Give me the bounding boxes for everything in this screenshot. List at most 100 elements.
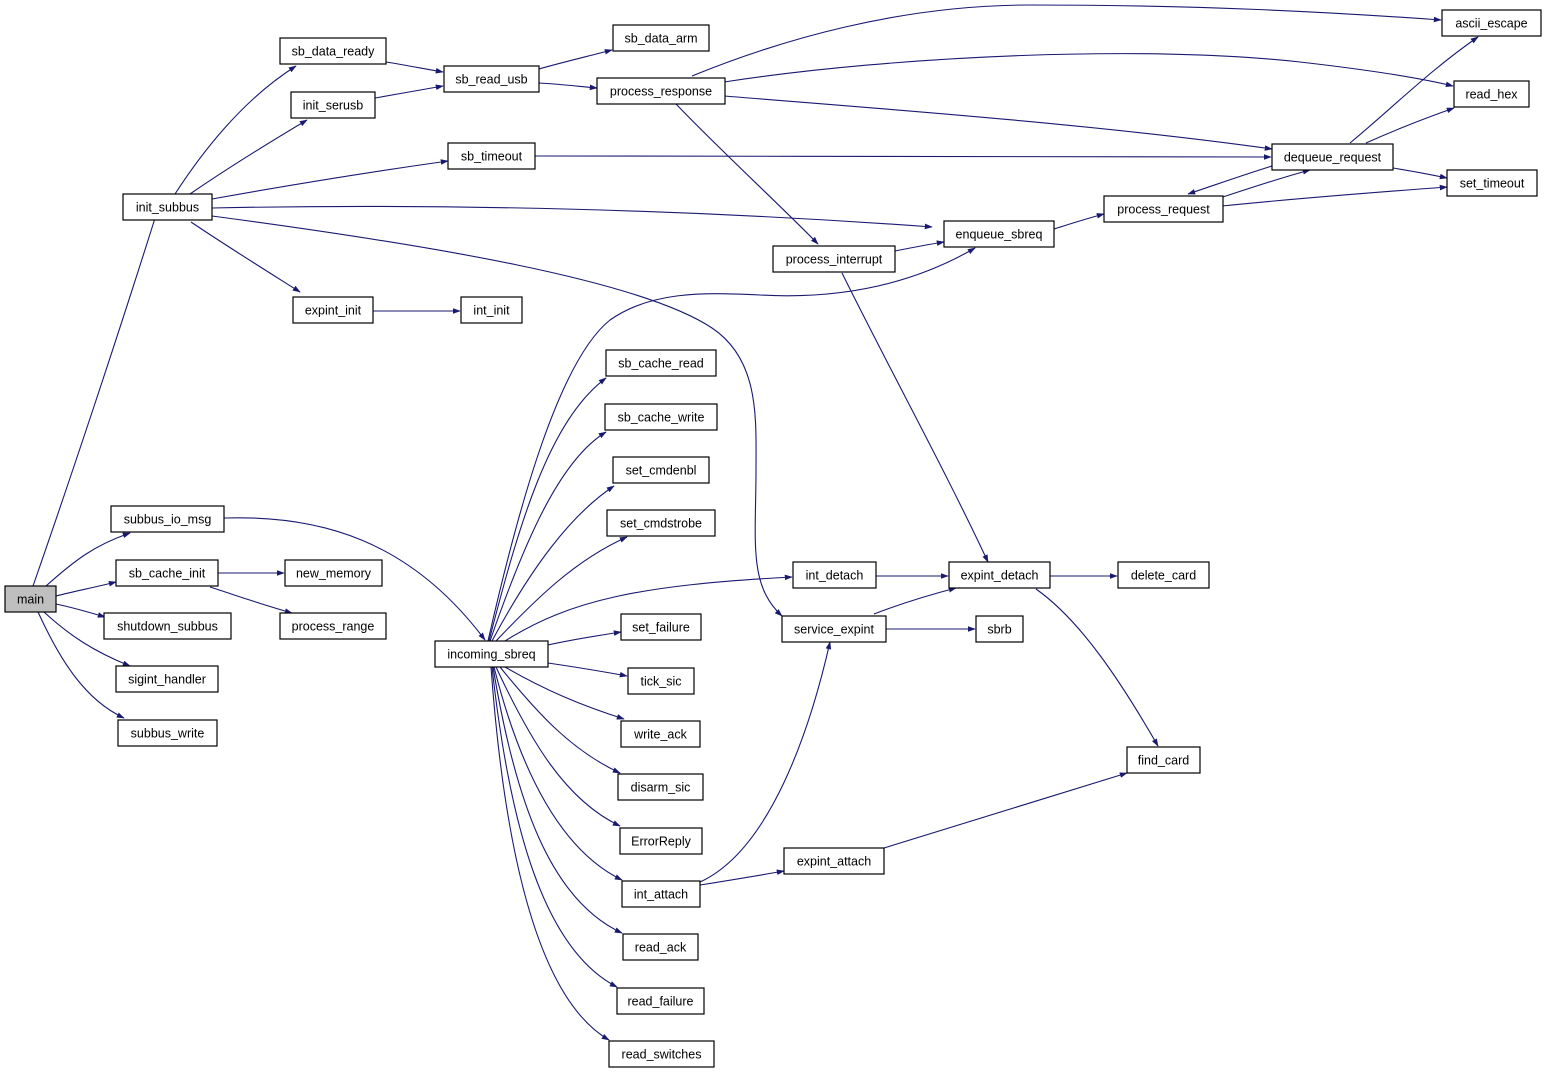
node-label: read_ack (635, 941, 687, 955)
edge-sb_timeout-dequeue_request (534, 154, 1272, 160)
node-label: set_timeout (1460, 177, 1525, 191)
node-write_ack[interactable]: write_ack (620, 720, 701, 748)
node-subbus_io_msg[interactable]: subbus_io_msg (110, 505, 225, 533)
node-read_failure[interactable]: read_failure (616, 987, 705, 1015)
node-label: expint_detach (961, 569, 1039, 583)
edge-incoming_sbreq-sb_cache_read (488, 377, 607, 642)
edge-dequeue_request-set_timeout (1392, 167, 1448, 180)
node-ErrorReply[interactable]: ErrorReply (619, 827, 703, 855)
node-label: set_failure (632, 621, 690, 635)
edge-process_interrupt-expint_detach (841, 272, 989, 563)
node-read_switches[interactable]: read_switches (608, 1040, 715, 1068)
node-label: sb_timeout (461, 150, 523, 164)
edge-dequeue_request-process_request (1187, 165, 1273, 195)
node-tick_sic[interactable]: tick_sic (627, 667, 695, 695)
node-label: set_cmdstrobe (620, 517, 702, 531)
node-subbus_write[interactable]: subbus_write (117, 719, 218, 747)
edge-incoming_sbreq-int_attach (493, 666, 623, 881)
edge-sb_data_ready-sb_read_usb (385, 61, 444, 74)
node-new_memory[interactable]: new_memory (284, 559, 383, 587)
node-sbrb[interactable]: sbrb (975, 615, 1024, 643)
edge-process_response-dequeue_request (723, 95, 1273, 151)
node-label: tick_sic (641, 675, 682, 689)
node-label: dequeue_request (1284, 151, 1382, 165)
edge-sb_cache_init-process_range (209, 586, 293, 614)
node-dequeue_request[interactable]: dequeue_request (1271, 143, 1394, 171)
node-disarm_sic[interactable]: disarm_sic (617, 773, 704, 801)
edge-main-shutdown_subbus (55, 603, 106, 618)
node-ascii_escape[interactable]: ascii_escape (1441, 9, 1542, 37)
edges (32, 4, 1479, 1041)
node-shutdown_subbus[interactable]: shutdown_subbus (103, 612, 232, 640)
edge-sb_read_usb-process_response (538, 82, 598, 91)
node-delete_card[interactable]: delete_card (1117, 561, 1210, 589)
edge-dequeue_request-read_hex (1365, 107, 1455, 144)
node-set_cmdstrobe[interactable]: set_cmdstrobe (606, 509, 716, 537)
edge-process_response-read_hex (723, 53, 1454, 88)
node-label: process_interrupt (786, 253, 883, 267)
edge-process_request-dequeue_request (1219, 169, 1311, 199)
node-sb_data_ready[interactable]: sb_data_ready (279, 37, 387, 65)
edge-main-sigint_handler (43, 611, 131, 667)
node-sb_cache_write[interactable]: sb_cache_write (604, 403, 718, 431)
node-int_attach[interactable]: int_attach (621, 880, 701, 908)
node-label: sb_data_arm (625, 32, 698, 46)
node-label: expint_attach (797, 855, 871, 869)
node-process_response[interactable]: process_response (596, 77, 726, 105)
node-sb_cache_init[interactable]: sb_cache_init (115, 559, 219, 587)
node-service_expint[interactable]: service_expint (781, 615, 887, 643)
node-process_request[interactable]: process_request (1103, 195, 1224, 223)
edge-incoming_sbreq-set_failure (547, 630, 622, 646)
node-label: process_request (1117, 203, 1210, 217)
node-incoming_sbreq[interactable]: incoming_sbreq (434, 640, 549, 668)
node-int_detach[interactable]: int_detach (792, 561, 877, 589)
edge-process_interrupt-enqueue_sbreq (894, 240, 945, 252)
edge-incoming_sbreq-enqueue_sbreq (487, 247, 976, 642)
node-label: int_detach (806, 569, 864, 583)
edge-init_subbus-init_serusb (189, 119, 308, 195)
node-expint_init[interactable]: expint_init (292, 296, 374, 324)
edge-incoming_sbreq-disarm_sic (499, 666, 621, 774)
node-init_serusb[interactable]: init_serusb (290, 91, 376, 119)
node-read_ack[interactable]: read_ack (622, 933, 699, 961)
edge-incoming_sbreq-read_switches (490, 666, 610, 1041)
node-sb_cache_read[interactable]: sb_cache_read (605, 349, 717, 377)
node-label: sb_cache_init (129, 567, 206, 581)
node-sb_data_arm[interactable]: sb_data_arm (612, 24, 710, 52)
node-label: init_subbus (136, 201, 199, 215)
node-sigint_handler[interactable]: sigint_handler (115, 665, 219, 693)
edge-incoming_sbreq-write_ack (504, 666, 625, 720)
node-enqueue_sbreq[interactable]: enqueue_sbreq (943, 220, 1055, 248)
node-sb_timeout[interactable]: sb_timeout (447, 142, 536, 170)
node-set_failure[interactable]: set_failure (620, 613, 702, 641)
node-label: set_cmdenbl (626, 464, 697, 478)
node-label: enqueue_sbreq (956, 228, 1043, 242)
edge-subbus_io_msg-incoming_sbreq (223, 517, 486, 641)
node-set_timeout[interactable]: set_timeout (1446, 169, 1538, 197)
node-label: read_hex (1465, 88, 1518, 102)
node-expint_detach[interactable]: expint_detach (948, 561, 1051, 589)
node-label: expint_init (305, 304, 362, 318)
node-label: shutdown_subbus (117, 620, 218, 634)
node-find_card[interactable]: find_card (1126, 746, 1201, 774)
node-label: process_response (610, 85, 712, 99)
node-label: sbrb (987, 623, 1011, 637)
node-label: main (17, 593, 44, 607)
node-init_subbus[interactable]: init_subbus (122, 193, 213, 221)
node-expint_attach[interactable]: expint_attach (783, 847, 885, 875)
node-main[interactable]: main (4, 585, 57, 613)
edge-process_request-set_timeout (1221, 184, 1448, 207)
node-process_interrupt[interactable]: process_interrupt (772, 245, 896, 273)
node-label: service_expint (794, 623, 874, 637)
node-process_range[interactable]: process_range (279, 612, 387, 640)
edge-init_subbus-expint_init (190, 221, 301, 293)
edge-incoming_sbreq-read_ack (492, 666, 623, 934)
node-label: find_card (1138, 754, 1189, 768)
node-set_cmdenbl[interactable]: set_cmdenbl (612, 456, 710, 484)
node-read_hex[interactable]: read_hex (1453, 80, 1530, 108)
node-sb_read_usb[interactable]: sb_read_usb (443, 65, 540, 93)
node-int_init[interactable]: int_init (460, 296, 523, 324)
edge-incoming_sbreq-sb_cache_write (489, 431, 607, 642)
node-label: write_ack (633, 728, 688, 742)
